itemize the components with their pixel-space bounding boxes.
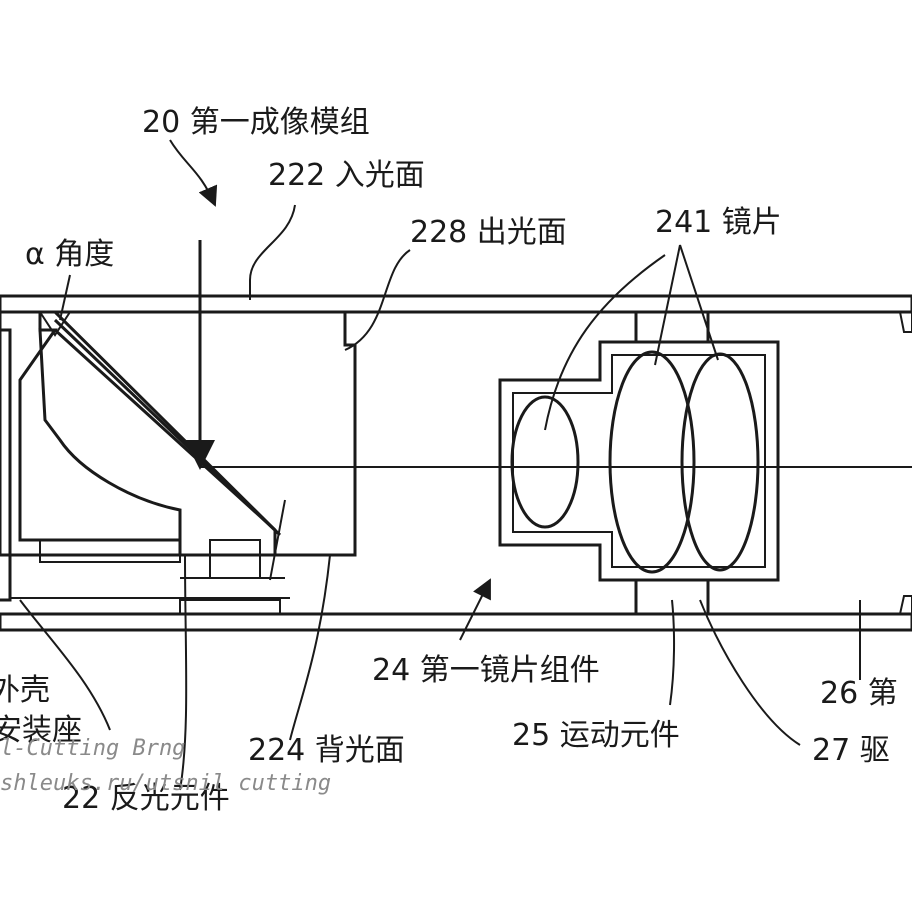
reflector-prism — [38, 240, 912, 557]
mount-body — [0, 310, 182, 557]
lens-middle — [608, 350, 696, 574]
leader-228 — [344, 249, 411, 351]
shell-inner — [0, 328, 12, 602]
prism-body — [51, 310, 357, 557]
leader-224 — [289, 554, 331, 741]
leader-alpha — [59, 274, 71, 321]
label-drive-27: 27 驱 — [812, 733, 890, 768]
leader-22 — [179, 554, 188, 791]
leader-27 — [699, 599, 801, 746]
leader-20 — [169, 139, 218, 207]
leader-241-a — [654, 244, 681, 366]
alpha-angle-mark — [39, 311, 71, 337]
sensor-chip — [209, 539, 261, 579]
label-motion-25: 25 运动元件 — [512, 718, 680, 753]
prism-hypotenuse — [53, 318, 282, 537]
label-angle-alpha: α 角度 — [25, 237, 114, 272]
sensor-block — [39, 539, 181, 563]
leader-24 — [459, 578, 491, 641]
label-26: 26 第 — [820, 676, 898, 711]
mount-region — [0, 310, 290, 615]
leader-224b — [269, 499, 286, 581]
housing — [0, 294, 912, 632]
watermark-line2: shleuks.ru/utsnil cutting — [0, 771, 331, 796]
lens-barrel — [498, 310, 780, 616]
prism-left-body — [38, 328, 277, 557]
motion-element-bottom — [634, 578, 710, 616]
motion-element-top — [634, 310, 710, 344]
housing-right-notch-top — [898, 311, 912, 333]
leader-lines — [19, 139, 861, 791]
watermark: l-Cutting Brng shleuks.ru/utsnil cutting — [0, 736, 331, 796]
label-module-20: 20 第一成像模组 — [142, 105, 370, 140]
leader-25 — [669, 599, 676, 706]
mount-step — [9, 560, 290, 599]
lens-front — [510, 395, 580, 529]
leader-241-c — [544, 254, 666, 431]
label-group-24: 24 第一镜片组件 — [372, 653, 600, 688]
housing-bottom-wall — [0, 612, 912, 632]
housing-right-notch-bottom — [898, 595, 912, 615]
label-face-228: 228 出光面 — [410, 215, 567, 250]
barrel-outer — [498, 340, 780, 582]
label-reflector-22: 22 反光元件 — [62, 781, 230, 816]
label-lens-241: 241 镜片 — [655, 205, 782, 240]
label-mount: 安装座 — [0, 713, 82, 748]
watermark-line1: l-Cutting Brng — [0, 736, 185, 761]
leader-241-b — [679, 244, 719, 361]
lens-rear — [680, 352, 760, 572]
base-plate — [179, 599, 281, 615]
label-face-222: 222 入光面 — [268, 158, 425, 193]
label-face-224: 224 背光面 — [248, 733, 405, 768]
housing-top-wall — [0, 294, 912, 314]
labels: 20 第一成像模组 222 入光面 228 出光面 241 镜片 α 角度 24… — [0, 105, 898, 816]
barrel-inner — [512, 354, 766, 568]
label-shell: 外壳 — [0, 673, 50, 708]
leader-mount — [19, 599, 111, 731]
leader-222 — [249, 204, 296, 300]
